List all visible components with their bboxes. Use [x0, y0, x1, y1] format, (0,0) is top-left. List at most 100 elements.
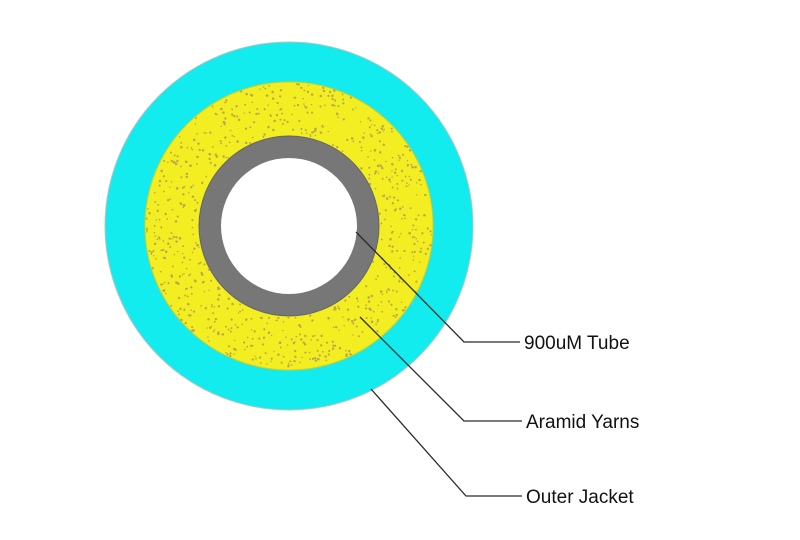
yarn-speckle — [374, 187, 377, 190]
yarn-speckle — [244, 127, 248, 130]
yarn-speckle — [264, 87, 267, 90]
yarn-speckle — [296, 103, 300, 107]
yarn-speckle — [331, 340, 334, 343]
yarn-speckle — [304, 106, 308, 109]
yarn-speckle — [420, 247, 423, 250]
yarn-speckle — [189, 273, 192, 275]
yarn-speckle — [398, 266, 401, 269]
yarn-speckle — [381, 167, 384, 170]
yarn-speckle — [311, 111, 314, 114]
yarn-speckle — [239, 310, 242, 313]
yarn-speckle — [331, 94, 334, 98]
yarn-speckle — [190, 309, 193, 311]
yarn-speckle — [246, 336, 249, 339]
yarn-speckle — [175, 236, 178, 239]
yarn-speckle — [210, 305, 213, 308]
yarn-speckle — [383, 218, 386, 221]
yarn-speckle — [379, 290, 383, 293]
yarn-speckle — [262, 135, 265, 138]
yarn-speckle — [320, 344, 323, 347]
yarn-speckle — [312, 335, 314, 338]
yarn-speckle — [358, 140, 361, 144]
yarn-speckle — [252, 136, 254, 139]
yarn-speckle — [392, 275, 395, 278]
yarn-speckle — [181, 186, 184, 189]
yarn-speckle — [176, 186, 179, 190]
tube-leader-line — [355, 231, 520, 343]
yarn-speckle — [385, 266, 388, 269]
yarn-speckle — [333, 306, 337, 309]
yarn-speckle — [234, 339, 236, 342]
yarn-speckle — [215, 113, 218, 116]
yarn-speckle — [196, 132, 198, 135]
yarn-speckle — [391, 163, 394, 166]
yarn-speckle — [398, 236, 401, 238]
yarn-speckle — [380, 165, 383, 168]
yarn-speckle — [268, 316, 271, 320]
yarn-speckle — [210, 279, 213, 282]
yarn-speckle — [319, 105, 322, 108]
yarn-speckle — [243, 112, 245, 114]
yarn-speckle — [186, 287, 189, 290]
yarn-speckle — [150, 253, 152, 255]
yarn-speckle — [187, 192, 190, 194]
yarn-speckle — [257, 112, 260, 115]
yarn-speckle — [182, 245, 184, 248]
yarn-speckle — [347, 318, 350, 321]
yarn-speckle — [305, 132, 308, 135]
yarn-speckle — [224, 136, 227, 139]
yarn-speckle — [387, 300, 391, 303]
yarn-speckle — [191, 219, 194, 222]
yarn-speckle — [376, 320, 379, 323]
yarn-speckle — [194, 199, 197, 202]
yarn-speckle — [370, 134, 373, 138]
yarn-speckle — [177, 296, 181, 300]
yarn-speckle — [181, 274, 184, 276]
yarn-speckle — [322, 89, 326, 93]
yarn-speckle — [332, 326, 335, 329]
yarn-speckle — [190, 286, 193, 289]
yarn-speckle — [385, 176, 388, 179]
yarn-speckle — [414, 218, 418, 221]
yarn-speckle — [422, 241, 425, 244]
yarn-speckle — [171, 265, 174, 268]
yarn-speckle — [360, 149, 363, 152]
yarn-speckle — [411, 236, 414, 239]
yarn-speckle — [311, 131, 314, 134]
yarn-speckle — [348, 295, 351, 298]
yarn-speckle — [158, 184, 161, 187]
yarn-speckle — [213, 329, 216, 331]
yarn-speckle — [177, 310, 179, 313]
yarn-speckle — [374, 172, 377, 175]
yarn-speckle — [365, 285, 368, 288]
yarn-speckle — [166, 199, 170, 202]
yarn-speckle — [208, 326, 212, 330]
yarn-speckle — [241, 309, 244, 311]
yarn-speckle — [179, 307, 182, 311]
yarn-speckle — [380, 222, 383, 225]
yarn-speckle — [159, 270, 162, 273]
yarn-speckle — [331, 103, 334, 107]
yarn-speckle — [209, 131, 212, 134]
yarn-speckle — [199, 262, 202, 264]
yarn-speckle — [242, 341, 246, 344]
yarn-speckle — [294, 316, 297, 319]
yarn-speckle — [163, 190, 165, 193]
yarn-speckle — [236, 140, 239, 143]
yarn-speckle — [193, 247, 196, 250]
yarn-speckle — [197, 142, 200, 145]
yarn-speckle — [176, 215, 179, 218]
yarn-speckle — [295, 83, 298, 86]
yarns-leader-line — [359, 316, 522, 422]
yarn-speckle — [360, 167, 363, 170]
yarn-speckle — [236, 326, 239, 329]
yarn-speckle — [151, 267, 154, 270]
yarn-speckle — [378, 131, 381, 134]
yarn-speckle — [172, 235, 175, 238]
yarn-speckle — [193, 209, 197, 212]
yarn-speckle — [310, 93, 314, 96]
yarn-speckle — [148, 211, 151, 215]
yarn-speckle — [346, 308, 350, 311]
yarn-speckle — [251, 358, 254, 361]
yarn-speckle — [145, 217, 148, 220]
